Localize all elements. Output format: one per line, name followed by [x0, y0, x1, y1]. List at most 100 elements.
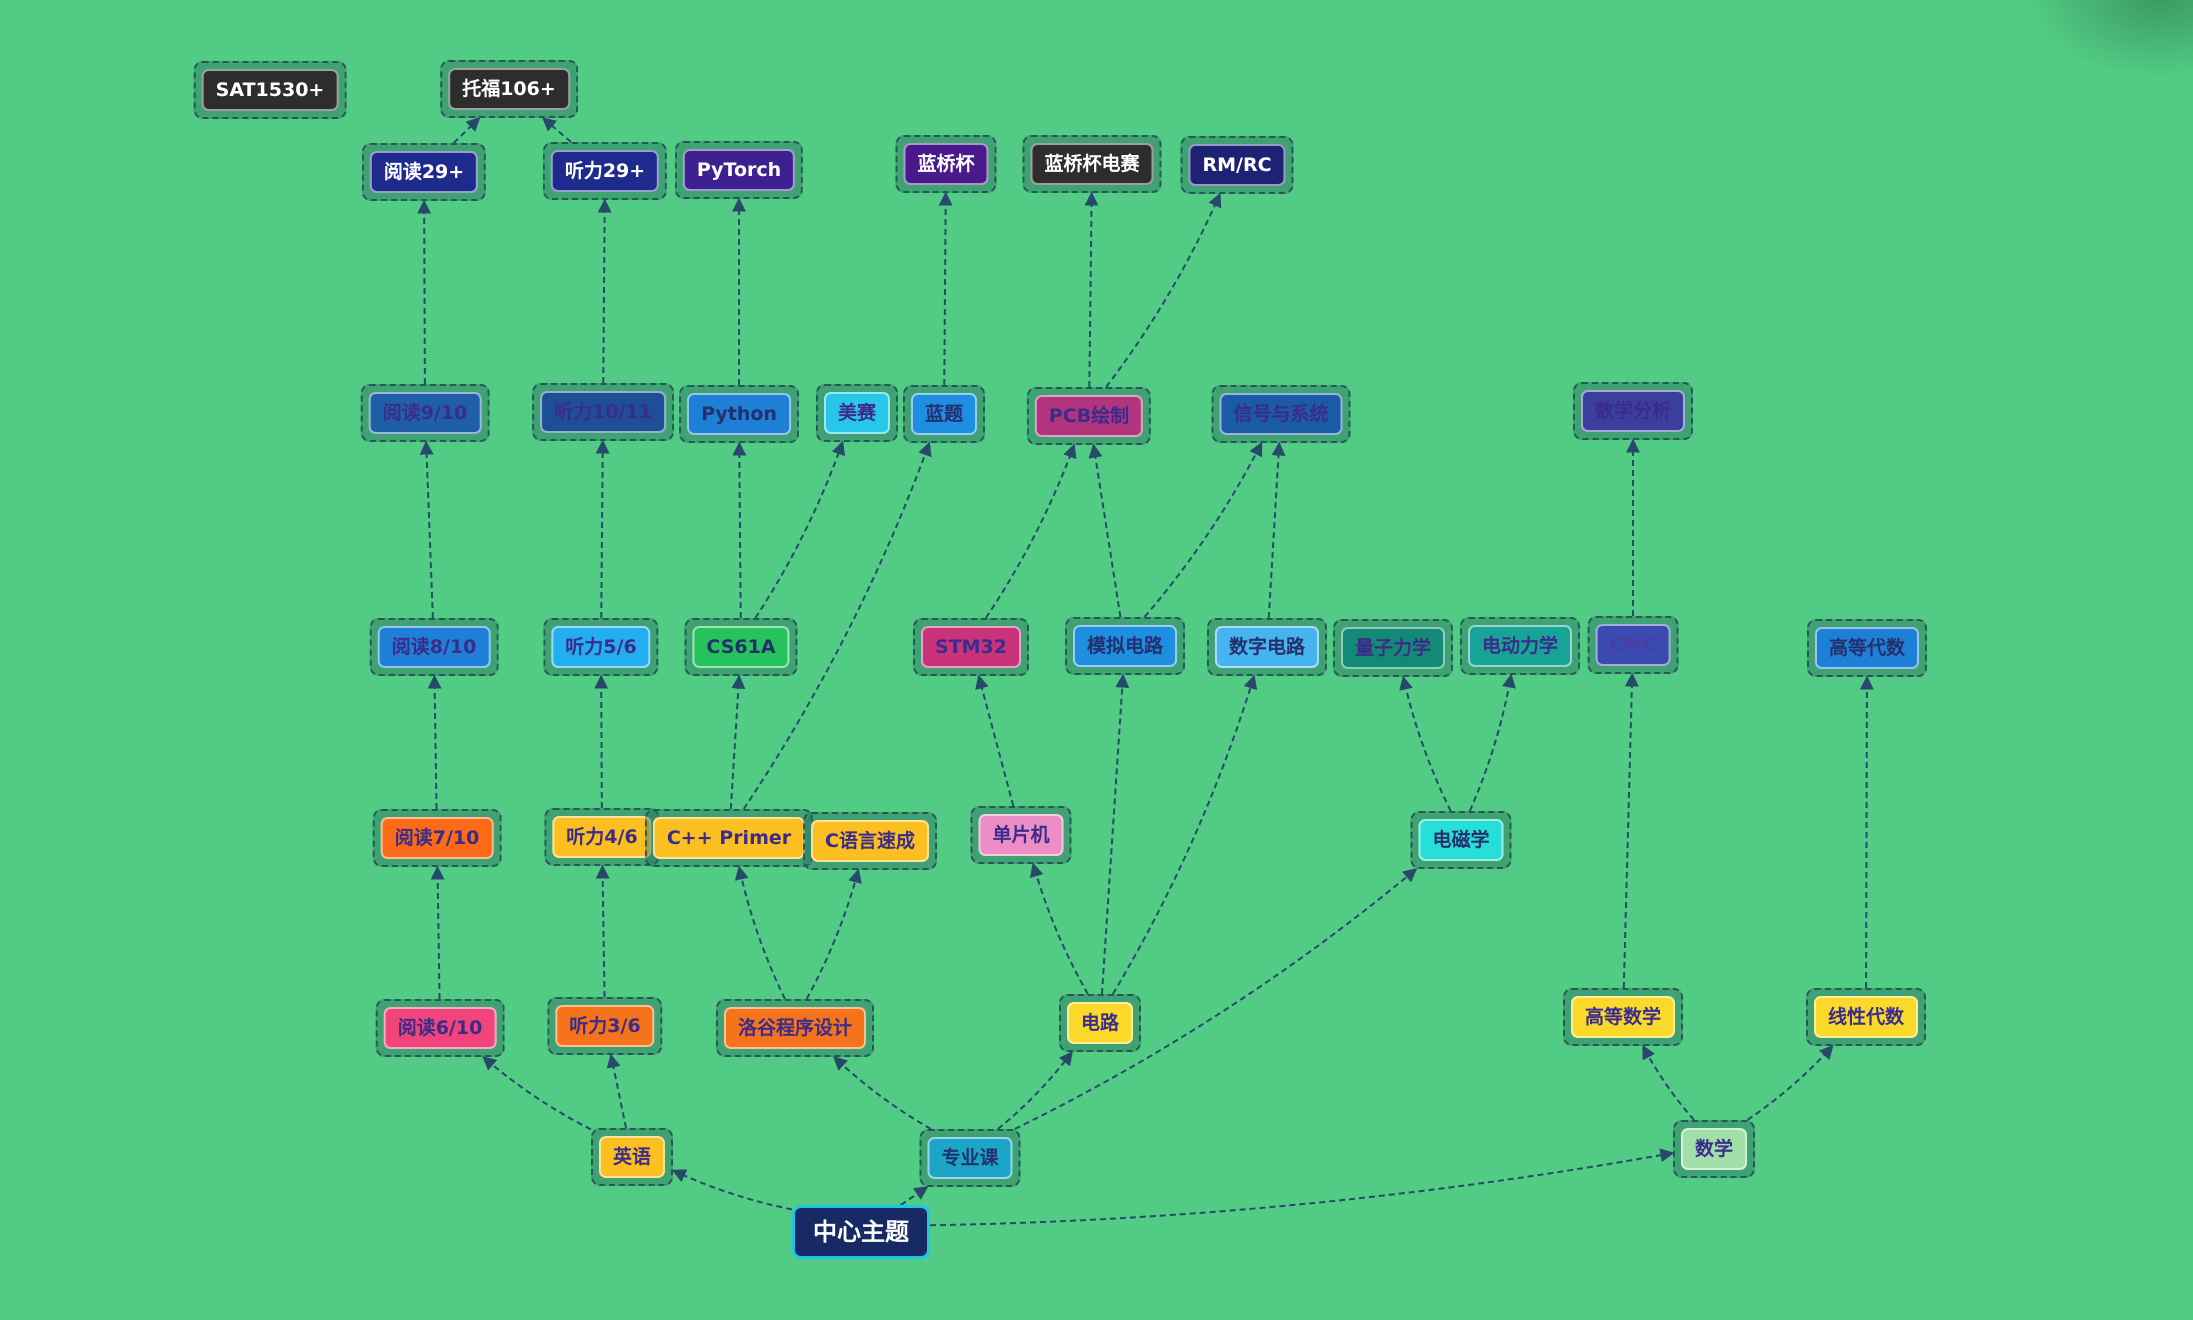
- node-label: 信号与系统: [1219, 393, 1343, 435]
- node-label: STM32: [921, 626, 1021, 668]
- node-python[interactable]: Python: [679, 385, 799, 443]
- node-math[interactable]: 数学: [1672, 1120, 1756, 1178]
- node-listen36[interactable]: 听力3/6: [547, 997, 663, 1055]
- node-lanqiao_elec[interactable]: 蓝桥杯电赛: [1022, 135, 1162, 193]
- node-read29[interactable]: 阅读29+: [361, 143, 487, 201]
- node-label: 高等数学: [1570, 996, 1676, 1038]
- node-label: 阅读6/10: [383, 1007, 497, 1049]
- node-read8[interactable]: 阅读8/10: [369, 618, 499, 676]
- node-label: 线性代数: [1813, 996, 1919, 1038]
- edge-em-electrodyn: [1468, 673, 1516, 812]
- root-node-label: 中心主题: [792, 1205, 930, 1259]
- node-listen56[interactable]: 听力5/6: [543, 618, 659, 676]
- node-rmrc[interactable]: RM/RC: [1180, 136, 1294, 194]
- edge-english-listen36: [606, 1053, 628, 1129]
- edge-math-highmath: [1642, 1044, 1695, 1121]
- node-cmc[interactable]: CMC: [1587, 616, 1679, 674]
- node-label: 电路: [1066, 1002, 1134, 1044]
- edge-english-read6: [482, 1056, 592, 1131]
- edge-root-english: [671, 1169, 793, 1211]
- node-label: 听力4/6: [552, 816, 652, 858]
- node-listen46[interactable]: 听力4/6: [544, 808, 660, 866]
- node-label: 阅读9/10: [368, 392, 482, 434]
- edge-stm32-pcb: [984, 443, 1077, 619]
- edge-pcb-rmrc: [1105, 192, 1222, 388]
- node-electrodyn[interactable]: 电动力学: [1459, 617, 1581, 675]
- edge-read9-read29: [417, 199, 432, 385]
- node-label: 托福106+: [448, 68, 570, 110]
- node-label: Python: [687, 393, 791, 435]
- edge-major-luogu: [833, 1056, 932, 1130]
- node-label: 听力29+: [550, 150, 660, 192]
- node-label: 电动力学: [1467, 625, 1573, 667]
- node-sat[interactable]: SAT1530+: [193, 61, 347, 119]
- edge-circuit-analog: [1100, 673, 1130, 995]
- node-signal[interactable]: 信号与系统: [1211, 385, 1351, 443]
- node-label: 听力3/6: [555, 1005, 655, 1047]
- node-analysis[interactable]: 数学分析: [1572, 382, 1694, 440]
- node-lanqiao[interactable]: 蓝桥杯: [895, 135, 997, 193]
- node-read6[interactable]: 阅读6/10: [375, 999, 505, 1057]
- node-cpp[interactable]: C++ Primer: [644, 809, 814, 867]
- node-highalg[interactable]: 高等代数: [1806, 619, 1928, 677]
- node-cquick[interactable]: C语言速成: [803, 812, 937, 870]
- node-circuit[interactable]: 电路: [1058, 994, 1142, 1052]
- node-label: 听力5/6: [551, 626, 651, 668]
- edge-highmath-cmc: [1622, 672, 1639, 989]
- node-label: PyTorch: [682, 149, 796, 191]
- edge-circuit-digital: [1112, 674, 1258, 995]
- edge-listen46-listen56: [594, 674, 609, 809]
- node-label: 阅读29+: [369, 151, 479, 193]
- node-label: 量子力学: [1340, 627, 1446, 669]
- edge-linalg-highalg: [1859, 675, 1874, 989]
- node-label: 数学分析: [1580, 390, 1686, 432]
- node-lanti[interactable]: 蓝题: [902, 385, 986, 443]
- node-meisai[interactable]: 美赛: [815, 384, 899, 442]
- node-listen29[interactable]: 听力29+: [542, 142, 668, 200]
- node-mcu[interactable]: 单片机: [970, 806, 1072, 864]
- node-label: 蓝桥杯: [903, 143, 989, 185]
- edge-luogu-cquick: [805, 868, 862, 1000]
- node-pytorch[interactable]: PyTorch: [674, 141, 804, 199]
- edge-cs61a-meisai: [754, 440, 846, 619]
- node-label: 洛谷程序设计: [723, 1007, 867, 1049]
- node-label: 阅读8/10: [377, 626, 491, 668]
- node-label: 蓝题: [910, 393, 978, 435]
- node-pcb[interactable]: PCB绘制: [1026, 387, 1152, 445]
- node-major[interactable]: 专业课: [919, 1129, 1021, 1187]
- node-label: CS61A: [692, 626, 790, 668]
- node-highmath[interactable]: 高等数学: [1562, 988, 1684, 1046]
- edge-read6-read7: [430, 865, 445, 1000]
- node-em[interactable]: 电磁学: [1410, 811, 1512, 869]
- node-linalg[interactable]: 线性代数: [1805, 988, 1927, 1046]
- edge-listen10-listen29: [597, 198, 612, 384]
- node-stm32[interactable]: STM32: [913, 618, 1029, 676]
- node-label: PCB绘制: [1034, 395, 1144, 437]
- edge-read8-read9: [419, 440, 434, 619]
- node-quantum[interactable]: 量子力学: [1332, 619, 1454, 677]
- node-analog[interactable]: 模拟电路: [1064, 617, 1186, 675]
- edge-listen36-listen46: [595, 864, 610, 998]
- node-label: 模拟电路: [1072, 625, 1178, 667]
- node-label: 单片机: [978, 814, 1064, 856]
- node-luogu[interactable]: 洛谷程序设计: [715, 999, 875, 1057]
- node-label: 英语: [598, 1136, 666, 1178]
- node-label: C语言速成: [811, 820, 929, 862]
- node-listen10[interactable]: 听力10/11: [532, 383, 674, 441]
- node-label: 美赛: [823, 392, 891, 434]
- node-toefl[interactable]: 托福106+: [440, 60, 578, 118]
- edge-read7-read8: [427, 674, 442, 810]
- node-label: 电磁学: [1418, 819, 1504, 861]
- node-read7[interactable]: 阅读7/10: [372, 809, 502, 867]
- edge-listen29-toefl: [541, 117, 572, 143]
- node-label: 阅读7/10: [380, 817, 494, 859]
- node-label: 数字电路: [1214, 626, 1320, 668]
- root-node[interactable]: 中心主题: [792, 1205, 930, 1259]
- node-cs61a[interactable]: CS61A: [684, 618, 798, 676]
- node-read9[interactable]: 阅读9/10: [360, 384, 490, 442]
- edge-analog-pcb: [1088, 443, 1122, 618]
- node-label: RM/RC: [1188, 144, 1286, 186]
- node-digital[interactable]: 数字电路: [1206, 618, 1328, 676]
- node-english[interactable]: 英语: [590, 1128, 674, 1186]
